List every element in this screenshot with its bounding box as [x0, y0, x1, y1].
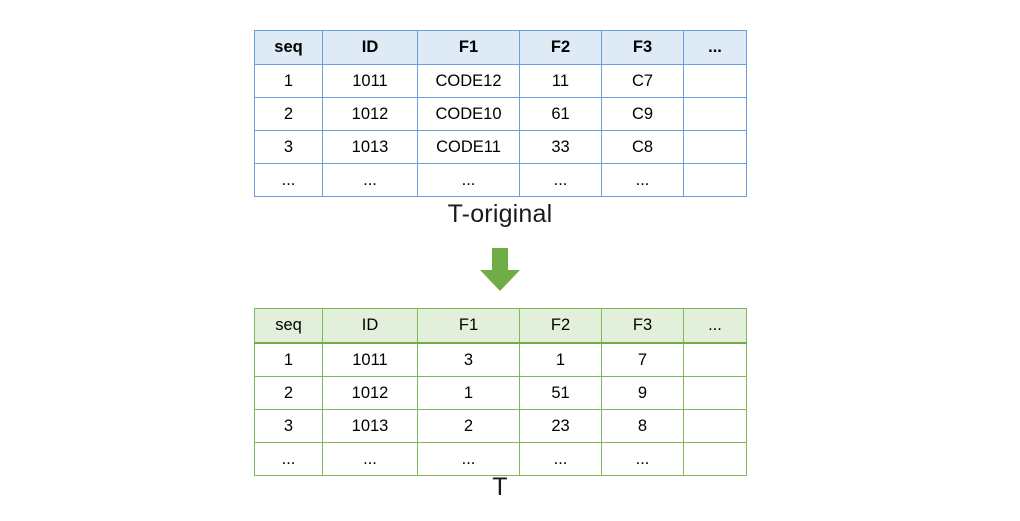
cell-ellipsis [683, 130, 747, 164]
cell-f3: C7 [601, 64, 684, 98]
cell-f2: ... [519, 163, 602, 197]
table-row: 1 1011 CODE12 11 C7 [254, 64, 747, 98]
cell-f3: ... [601, 163, 684, 197]
cell-seq: 2 [254, 97, 323, 131]
cell-id: 1013 [322, 409, 418, 443]
table-row: 3 1013 2 23 8 [254, 409, 747, 443]
cell-seq: ... [254, 163, 323, 197]
cell-ellipsis [683, 342, 747, 377]
column-header-f1: F1 [417, 308, 520, 344]
cell-f3: 7 [601, 342, 684, 377]
cell-f1: CODE12 [417, 64, 520, 98]
cell-f3: C8 [601, 130, 684, 164]
table-header-row: seq ID F1 F2 F3 ... [254, 308, 747, 344]
cell-ellipsis [683, 97, 747, 131]
column-header-f2: F2 [519, 30, 602, 65]
cell-ellipsis [683, 409, 747, 443]
cell-f3: ... [601, 442, 684, 476]
cell-f1: 2 [417, 409, 520, 443]
cell-f2: 61 [519, 97, 602, 131]
cell-id: 1011 [322, 342, 418, 377]
cell-seq: 3 [254, 130, 323, 164]
column-header-seq: seq [254, 30, 323, 65]
column-header-f2: F2 [519, 308, 602, 344]
cell-ellipsis [683, 163, 747, 197]
cell-f2: 1 [519, 342, 602, 377]
down-arrow-icon [480, 248, 520, 291]
column-header-f3: F3 [601, 308, 684, 344]
cell-f1: 3 [417, 342, 520, 377]
cell-seq: 1 [254, 342, 323, 377]
table-row: 2 1012 1 51 9 [254, 376, 747, 410]
caption-table-original: T-original [447, 200, 553, 228]
cell-seq: 2 [254, 376, 323, 410]
table-transformed: seq ID F1 F2 F3 ... 1 1011 3 1 7 2 1012 … [254, 308, 747, 476]
cell-f3: 9 [601, 376, 684, 410]
table-original-header: seq ID F1 F2 F3 ... [254, 30, 747, 65]
table-row: ... ... ... ... ... [254, 442, 747, 476]
cell-id: 1013 [322, 130, 418, 164]
cell-ellipsis [683, 376, 747, 410]
column-header-id: ID [322, 308, 418, 344]
cell-ellipsis [683, 442, 747, 476]
cell-f1: CODE11 [417, 130, 520, 164]
table-original-body: 1 1011 CODE12 11 C7 2 1012 CODE10 61 C9 … [254, 64, 747, 197]
cell-f2: ... [519, 442, 602, 476]
cell-f1: CODE10 [417, 97, 520, 131]
cell-id: ... [322, 163, 418, 197]
cell-id: ... [322, 442, 418, 476]
cell-seq: 3 [254, 409, 323, 443]
column-header-ellipsis: ... [683, 30, 747, 65]
cell-seq: ... [254, 442, 323, 476]
table-transformed-header: seq ID F1 F2 F3 ... [254, 308, 747, 344]
cell-f3: C9 [601, 97, 684, 131]
table-original: seq ID F1 F2 F3 ... 1 1011 CODE12 11 C7 … [254, 30, 747, 197]
table-row: 2 1012 CODE10 61 C9 [254, 97, 747, 131]
table-header-row: seq ID F1 F2 F3 ... [254, 30, 747, 65]
column-header-f3: F3 [601, 30, 684, 65]
table-row: 3 1013 CODE11 33 C8 [254, 130, 747, 164]
cell-f2: 23 [519, 409, 602, 443]
cell-seq: 1 [254, 64, 323, 98]
column-header-id: ID [322, 30, 418, 65]
cell-ellipsis [683, 64, 747, 98]
column-header-f1: F1 [417, 30, 520, 65]
cell-f1: ... [417, 163, 520, 197]
caption-table-transformed: T [492, 473, 508, 501]
cell-id: 1012 [322, 376, 418, 410]
cell-f3: 8 [601, 409, 684, 443]
cell-id: 1012 [322, 97, 418, 131]
table-row: 1 1011 3 1 7 [254, 342, 747, 377]
table-transformed-body: 1 1011 3 1 7 2 1012 1 51 9 3 1013 2 23 8 [254, 342, 747, 476]
cell-f2: 33 [519, 130, 602, 164]
cell-f2: 11 [519, 64, 602, 98]
cell-id: 1011 [322, 64, 418, 98]
column-header-seq: seq [254, 308, 323, 344]
cell-f1: 1 [417, 376, 520, 410]
column-header-ellipsis: ... [683, 308, 747, 344]
cell-f2: 51 [519, 376, 602, 410]
table-row: ... ... ... ... ... [254, 163, 747, 197]
cell-f1: ... [417, 442, 520, 476]
